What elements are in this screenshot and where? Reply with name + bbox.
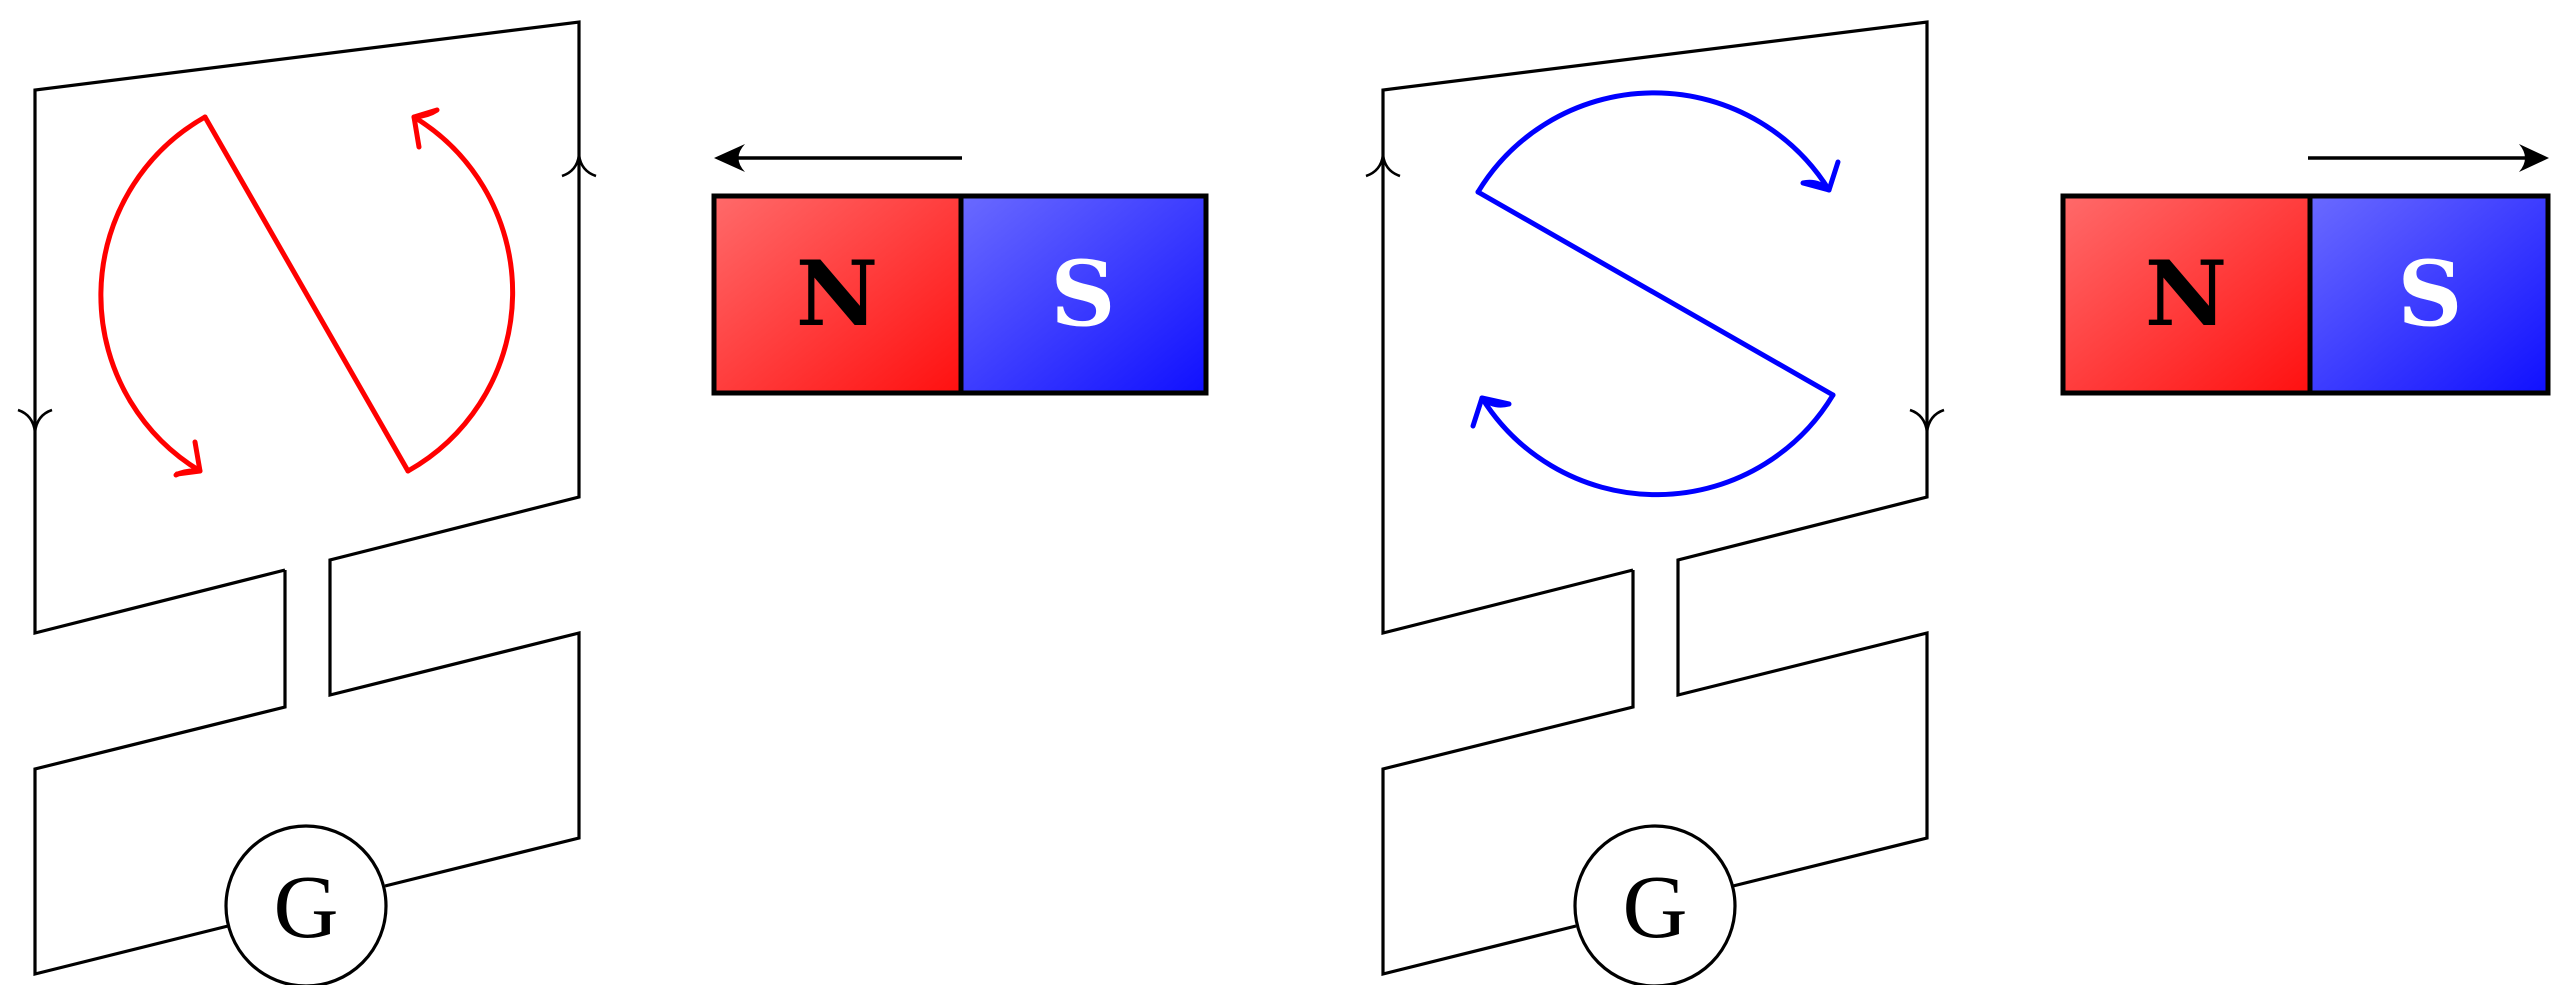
right-galvanometer-label: G [1623,858,1688,957]
left-galvanometer-label: G [274,858,339,957]
left-galvanometer: G [224,824,388,985]
left-north-pole [711,193,964,396]
left-current-arc-left [98,114,208,474]
left-north-label: N [796,241,878,347]
right-current-diagonal [1475,189,1836,398]
right-current-arc-top [1475,90,1832,195]
left-current-arc-left-head [173,439,203,478]
right-return-wire [1381,570,1635,977]
right-coil-wire [1381,20,1929,888]
right-setup: G N S [1365,20,2551,985]
right-current-arc-bottom-head [1470,395,1512,429]
left-coil-wire [33,20,581,888]
left-wire-arrow-up [561,154,597,178]
right-magnet: N S [2060,193,2551,396]
left-magnet: N S [711,193,1209,396]
right-north-label: N [2145,241,2227,347]
left-setup: G N S [17,20,1209,985]
left-return-wire [33,570,287,977]
left-current-diagonal [202,114,411,474]
left-wire-arrow-down [17,408,53,433]
left-current-arc-right-head [411,107,440,150]
right-wire-arrow-up [1365,154,1401,178]
right-magnet-motion-arrow [2308,144,2549,172]
right-current-arc-bottom [1479,392,1836,498]
right-wire-arrow-down [1909,408,1945,433]
left-south-label: S [1051,241,1116,347]
right-south-label: S [2398,241,2463,347]
right-south-pole [2307,193,2551,396]
left-induced-current-arrows [98,107,516,478]
left-current-arc-right [405,114,516,474]
left-magnet-motion-arrow [714,144,962,172]
right-induced-current-arrows [1470,90,1841,498]
right-current-arc-top-head [1800,159,1841,193]
left-south-pole [958,193,1209,396]
right-galvanometer: G [1573,824,1737,985]
